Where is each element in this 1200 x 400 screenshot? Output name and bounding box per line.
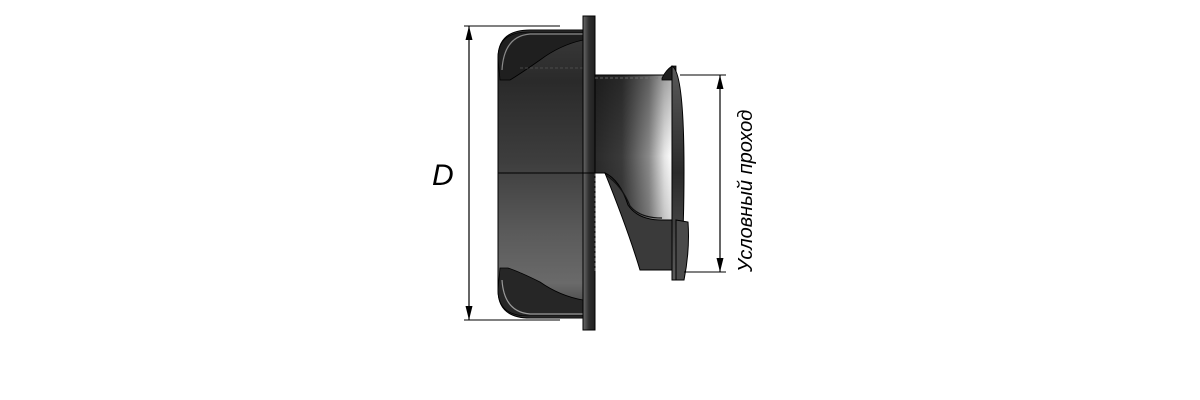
arrowhead-bore-top [716,75,724,89]
saddle-cut-highlight [605,174,663,219]
outer-diameter-label: D [432,159,454,192]
nominal-bore-dimension: Условный проход [680,74,757,273]
rolled-rim-top [497,31,584,81]
rolled-rim-bottom-edge [501,279,583,315]
outer-diameter-dimension: D [432,25,560,321]
spigot-branch [594,65,689,281]
rolled-rim-bottom [497,267,584,317]
arrowhead-bore-bottom [716,258,724,272]
spigot-shading [595,67,672,265]
spigot-tip [675,219,689,281]
arrowhead-bottom [465,306,473,320]
nominal-bore-label: Условный проход [735,110,757,273]
rolled-rim-top-edge [501,33,583,71]
fitting-body [497,15,605,331]
arrowhead-top [465,26,473,40]
